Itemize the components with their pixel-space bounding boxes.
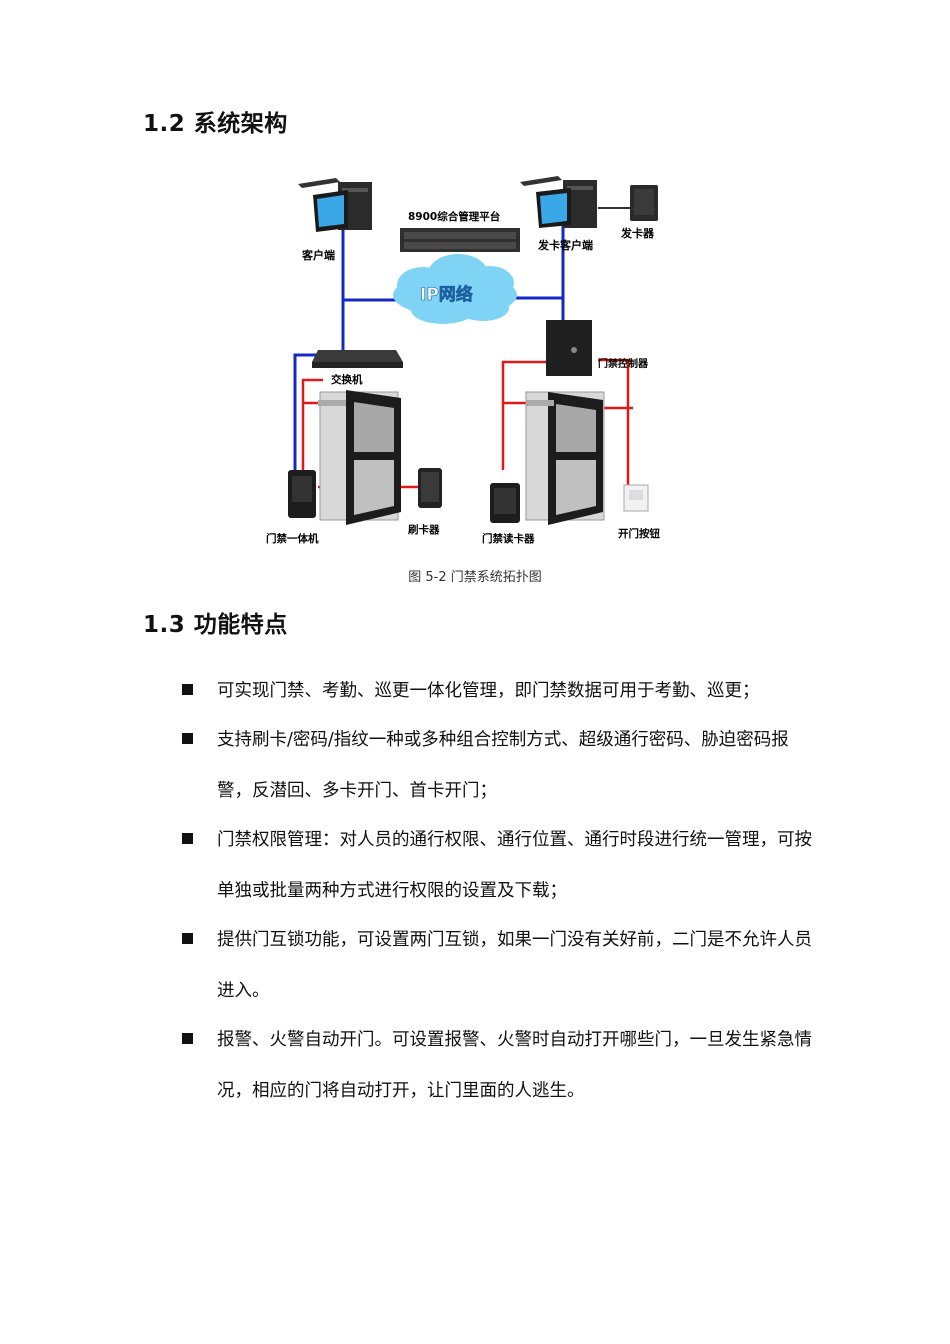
card-issuer-icon <box>598 185 658 221</box>
client-label: 客户端 <box>301 248 335 262</box>
reader-label: 门禁读卡器 <box>482 532 535 545</box>
keypad-reader-icon <box>490 483 520 523</box>
switch-icon <box>312 350 403 368</box>
list-item: 可实现门禁、考勤、巡更一体化管理，即门禁数据可用于考勤、巡更； <box>182 666 822 717</box>
section-heading-architecture: 1.2 系统架构 <box>143 111 288 137</box>
square-bullet-icon <box>182 833 193 844</box>
list-item: 支持刷卡/密码/指纹一种或多种组合控制方式、超级通行密码、胁迫密码报警，反潜回、… <box>182 715 822 817</box>
controller-label: 门禁控制器 <box>598 357 649 370</box>
door-right-icon <box>525 391 605 525</box>
square-bullet-icon <box>182 933 193 944</box>
square-bullet-icon <box>182 1033 193 1044</box>
exit-button-label: 开门按钮 <box>618 527 660 540</box>
network-label: IP网络 <box>420 284 473 305</box>
square-bullet-icon <box>182 684 193 695</box>
section-heading-features: 1.3 功能特点 <box>143 612 288 638</box>
square-bullet-icon <box>182 733 193 744</box>
server-icon <box>400 228 520 252</box>
card-client-label: 发卡客户端 <box>537 238 593 252</box>
list-item: 门禁权限管理：对人员的通行权限、通行位置、通行时段进行统一管理，可按单独或批量两… <box>182 815 822 917</box>
exit-button-icon <box>623 484 649 512</box>
door-left-icon <box>318 390 401 525</box>
swipe-reader-icon <box>418 468 442 508</box>
list-item: 提供门互锁功能，可设置两门互锁，如果一门没有关好前，二门是不允许人员进入。 <box>182 915 822 1017</box>
feature-text: 可实现门禁、考勤、巡更一体化管理，即门禁数据可用于考勤、巡更； <box>217 681 760 701</box>
list-item: 报警、火警自动开门。可设置报警、火警时自动打开哪些门，一旦发生紧急情况，相应的门… <box>182 1015 822 1117</box>
switch-label: 交换机 <box>331 373 363 386</box>
terminal-label: 门禁一体机 <box>266 532 319 545</box>
feature-text: 报警、火警自动开门。可设置报警、火警时自动打开哪些门，一旦发生紧急情况，相应的门… <box>217 1030 812 1101</box>
card-issuer-label: 发卡器 <box>620 226 655 240</box>
card-client-computer-icon <box>520 176 597 228</box>
feature-text: 支持刷卡/密码/指纹一种或多种组合控制方式、超级通行密码、胁迫密码报警，反潜回、… <box>217 730 789 801</box>
feature-list: 可实现门禁、考勤、巡更一体化管理，即门禁数据可用于考勤、巡更； 支持刷卡/密码/… <box>182 666 822 1115</box>
client-computer-icon <box>298 178 372 232</box>
terminal-icon <box>288 470 316 518</box>
platform-label: 8900综合管理平台 <box>408 210 500 223</box>
topology-diagram: 客户端 8900综合管理平台 发卡客户端 发卡器 IP网络 交换机 <box>266 176 660 545</box>
figure-caption: 图 5-2 门禁系统拓扑图 <box>408 570 542 585</box>
cloud-icon <box>393 254 517 324</box>
controller-icon <box>546 320 592 376</box>
feature-text: 提供门互锁功能，可设置两门互锁，如果一门没有关好前，二门是不允许人员进入。 <box>217 930 812 1001</box>
swipe-reader-label: 刷卡器 <box>408 523 440 536</box>
feature-text: 门禁权限管理：对人员的通行权限、通行位置、通行时段进行统一管理，可按单独或批量两… <box>217 830 812 901</box>
